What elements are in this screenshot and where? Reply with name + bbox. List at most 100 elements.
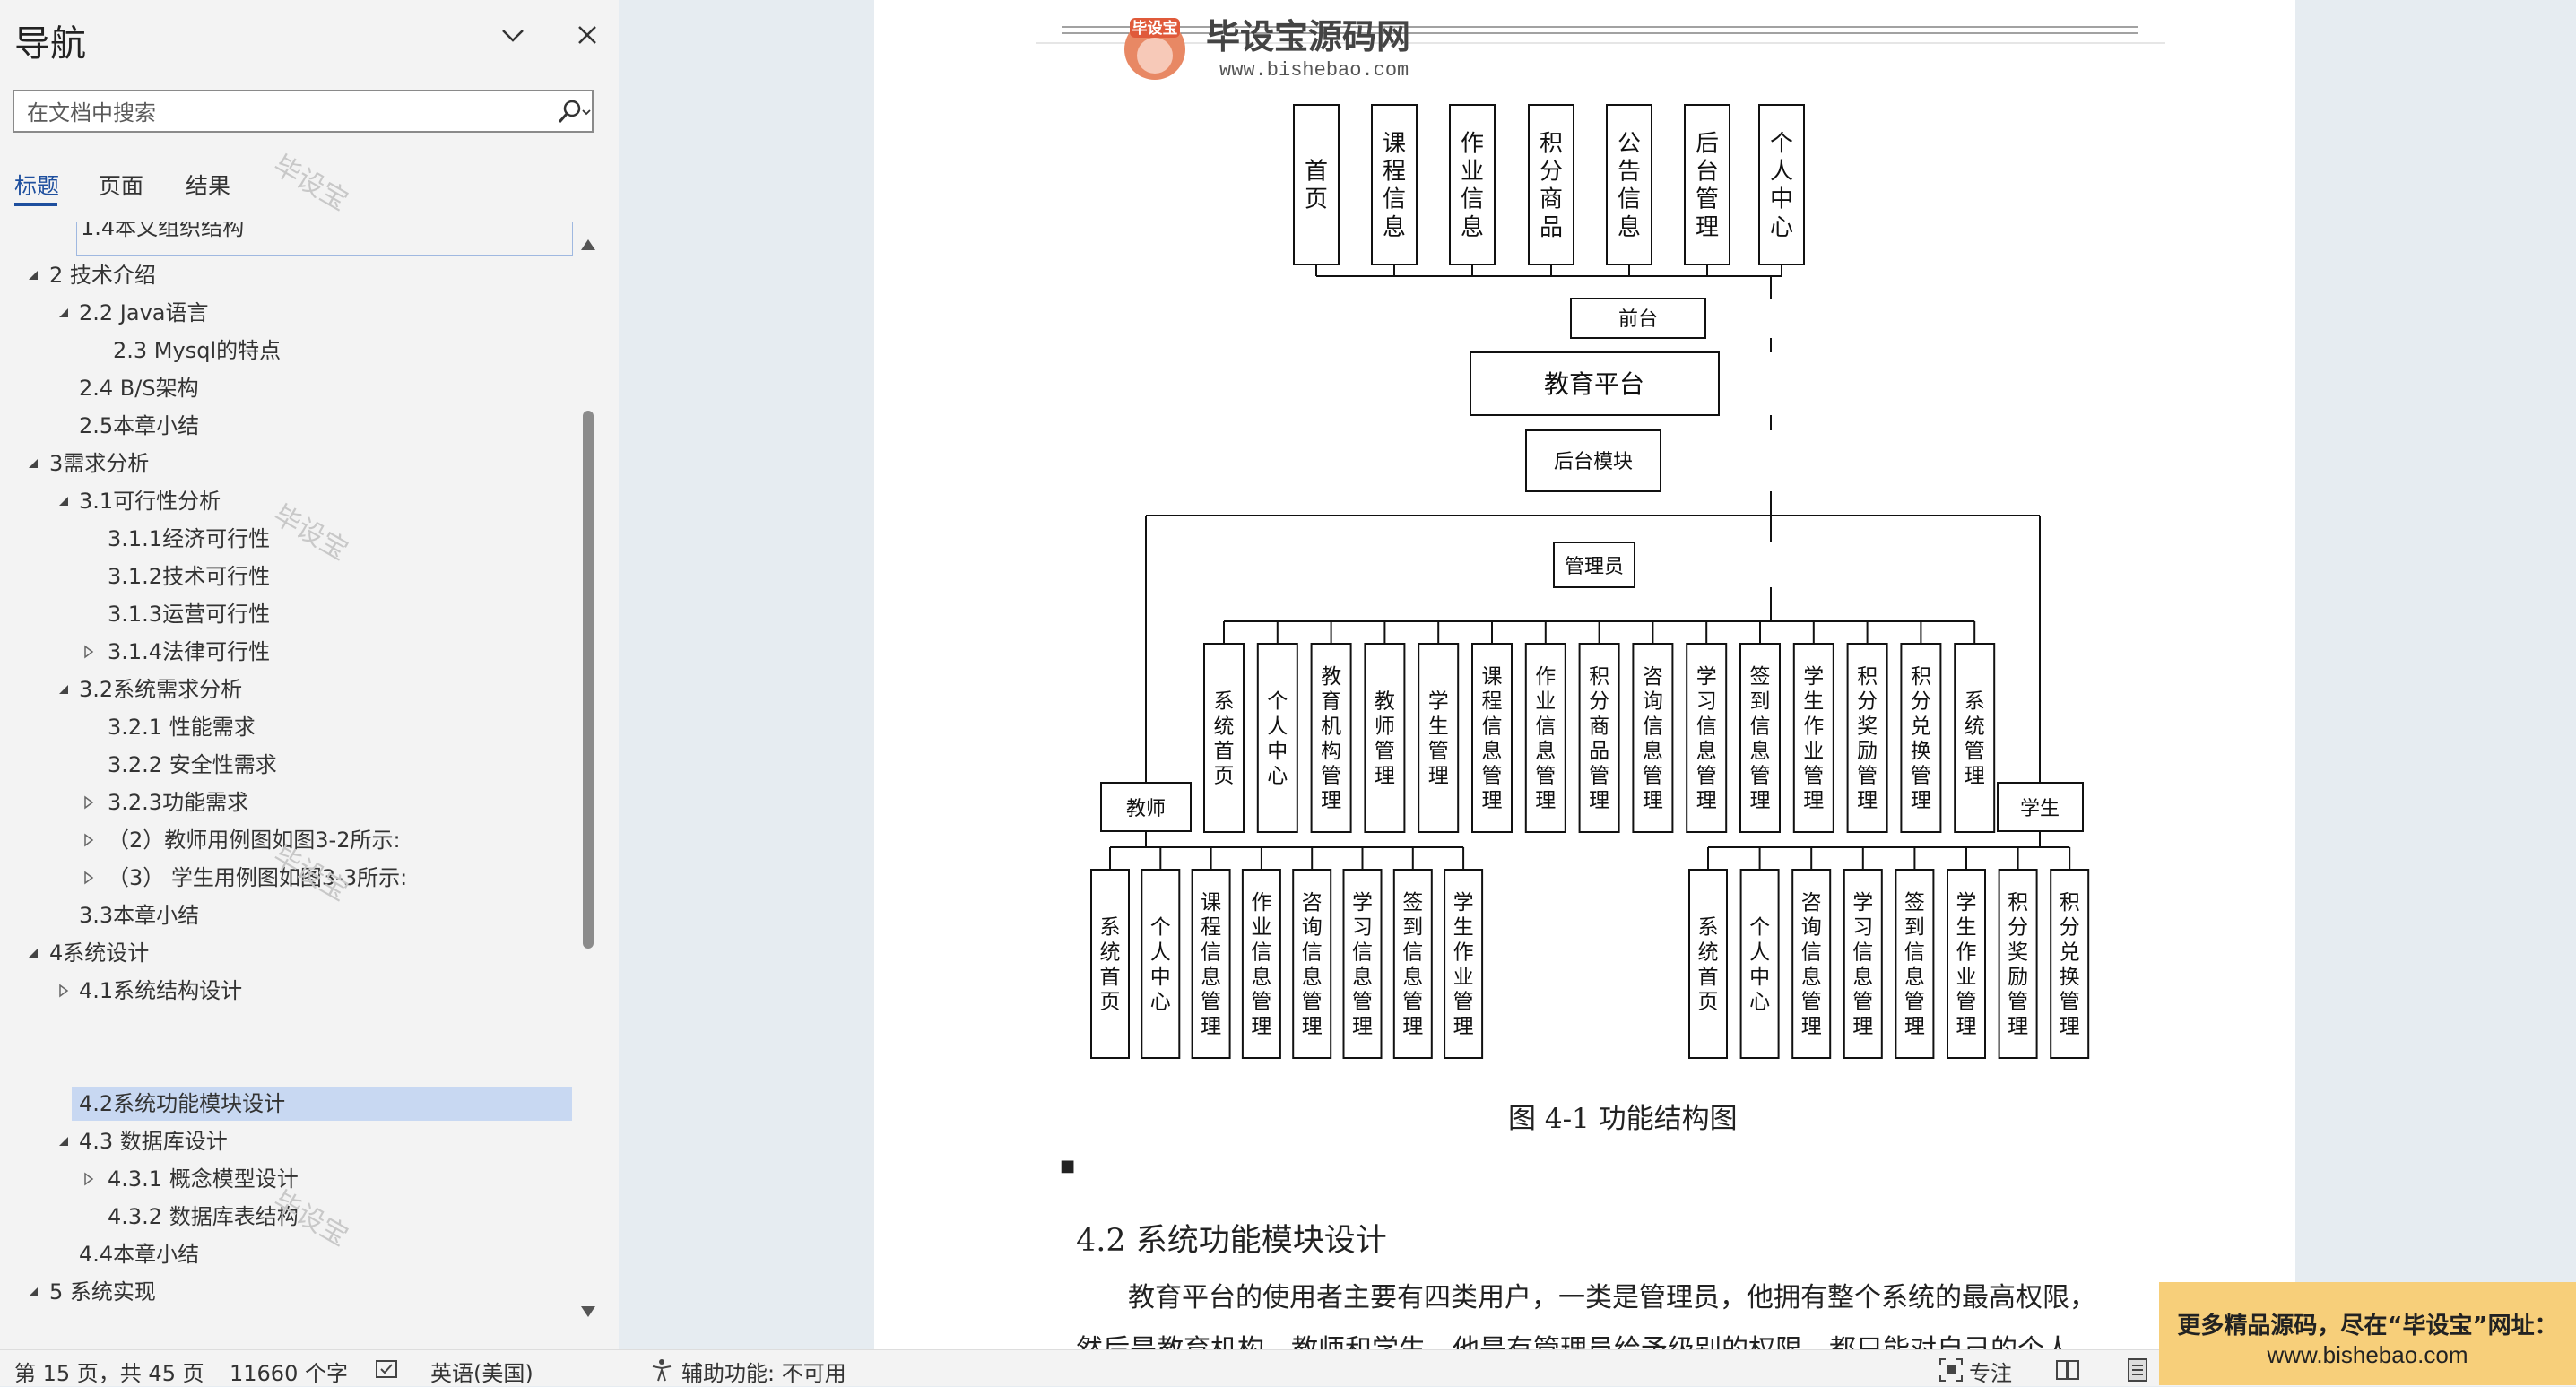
svg-text:教: 教 [1321,665,1341,689]
diagram-node [1470,351,1720,416]
expanded-triangle-icon[interactable] [56,305,72,321]
word-count[interactable]: 11660 个字 [230,1361,348,1386]
tree-item[interactable]: 3.2.2 安全性需求 [0,748,572,782]
focus-mode-button[interactable]: 专注 [1969,1361,2012,1386]
svg-text:心: 心 [1267,764,1288,787]
expanded-triangle-icon[interactable] [25,267,41,283]
diagram-node [1371,104,1418,265]
svg-text:人: 人 [1770,159,1793,186]
expanded-triangle-icon[interactable] [56,493,72,509]
tree-item[interactable]: 4.3.1 概念模型设计 [0,1162,572,1196]
svg-text:理: 理 [1321,789,1341,812]
tree-item[interactable]: （3） 学生用例图如图3-3所示: [0,861,572,895]
logo-url-text: www.bishebao.com [1219,59,1409,82]
collapsed-triangle-icon[interactable] [81,644,97,660]
svg-text:管: 管 [1201,990,1221,1013]
tree-item[interactable]: 4.1系统结构设计 [0,974,572,1008]
svg-text:程: 程 [1383,159,1406,186]
svg-text:管: 管 [1904,990,1925,1013]
tree-item[interactable]: 3.1.4法律可行性 [0,635,572,669]
collapsed-triangle-icon[interactable] [56,983,72,999]
promo-banner[interactable]: 更多精品源码，尽在“毕设宝”网址： www.bishebao.com [2159,1282,2576,1385]
search-icon[interactable] [552,97,592,127]
svg-text:理: 理 [1696,789,1717,812]
tab-pages[interactable]: 页面 [99,173,144,199]
svg-text:生: 生 [1956,916,1977,940]
read-mode-icon[interactable] [2055,1357,2080,1383]
svg-text:签: 签 [1904,891,1925,915]
diagram-node [1900,643,1942,833]
chevron-down-icon[interactable] [498,22,528,48]
svg-text:理: 理 [1803,789,1824,812]
promo-text: 更多精品源码，尽在“毕设宝”网址： [2177,1313,2558,1339]
expanded-triangle-icon[interactable] [56,681,72,698]
proofing-icon[interactable] [375,1359,400,1381]
svg-text:息: 息 [1482,740,1503,763]
tree-item[interactable]: 4.2系统功能模块设计 [72,1087,572,1121]
tree-item[interactable]: 3.3本章小结 [0,898,572,932]
scroll-up-icon[interactable] [579,237,597,253]
tree-item[interactable]: 5 系统实现 [0,1275,572,1309]
svg-text:理: 理 [1251,1015,1271,1038]
expanded-triangle-icon[interactable] [25,1284,41,1300]
tree-item[interactable]: （2）教师用例图如图3-2所示: [0,823,572,857]
tree-item[interactable]: 2 技术介绍 [0,258,572,292]
tree-item[interactable]: 3.2.1 性能需求 [0,710,572,744]
expanded-triangle-icon[interactable] [25,455,41,472]
tree-item[interactable]: 3.1.1经济可行性 [0,522,572,556]
document-page[interactable]: 毕设宝 毕设宝源码网 www.bishebao.com 首页课程信息作业信息积分… [874,0,2295,1349]
expanded-triangle-icon[interactable] [56,1133,72,1149]
tree-item[interactable]: 3.2系统需求分析 [0,672,572,707]
svg-text:管: 管 [1803,764,1824,787]
expanded-triangle-icon[interactable] [25,945,41,961]
svg-text:兑: 兑 [2060,941,2080,964]
svg-text:台: 台 [1696,159,1719,186]
focus-icon[interactable] [1939,1357,1964,1383]
scroll-thumb[interactable] [583,411,594,949]
scroll-down-icon[interactable] [579,1304,597,1320]
tree-item[interactable]: 2.4 B/S架构 [0,371,572,405]
search-input[interactable] [25,97,531,129]
close-icon[interactable] [572,20,603,50]
page-count[interactable]: 第 15 页，共 45 页 [14,1361,204,1386]
tab-results[interactable]: 结果 [186,173,231,199]
active-tab-indicator [14,203,57,206]
tree-item[interactable]: 4.3 数据库设计 [0,1124,572,1158]
tree-item[interactable]: 2.5本章小结 [0,409,572,443]
tree-item-clipped[interactable]: 1.4本文组织结构 [76,222,573,256]
tree-item[interactable]: 4系统设计 [0,936,572,970]
collapsed-triangle-icon[interactable] [81,794,97,811]
tree-item[interactable]: 3.1.3运营可行性 [0,597,572,631]
accessibility-icon[interactable] [649,1357,674,1383]
svg-text:页: 页 [1214,764,1235,787]
svg-text:息: 息 [1801,966,1822,989]
tree-item[interactable]: 4.4本章小结 [0,1237,572,1271]
collapsed-triangle-icon[interactable] [81,832,97,848]
diagram-node [1688,869,1728,1059]
accessibility-status[interactable]: 辅助功能: 不可用 [681,1361,846,1386]
print-layout-icon[interactable] [2125,1357,2150,1383]
nav-scrollbar[interactable] [577,231,599,1325]
tree-item[interactable]: 3.1.2技术可行性 [0,559,572,594]
language-indicator[interactable]: 英语(美国) [430,1361,533,1386]
tab-headings[interactable]: 标题 [14,173,60,199]
tree-item[interactable]: 3.2.3功能需求 [0,785,572,819]
collapsed-triangle-icon[interactable] [81,1171,97,1187]
tree-item[interactable]: 3需求分析 [0,446,572,481]
tree-item[interactable]: 2.3 Mysql的特点 [0,334,572,368]
svg-text:业: 业 [1803,740,1824,763]
tree-item[interactable]: 2.2 Java语言 [0,296,572,330]
svg-text:理: 理 [1852,1015,1873,1038]
diagram-node [1100,782,1192,832]
tree-item[interactable]: 3.1可行性分析 [0,484,572,518]
tree-item[interactable]: 4.3.2 数据库表结构 [0,1200,572,1234]
collapsed-triangle-icon[interactable] [81,870,97,886]
svg-text:换: 换 [2060,966,2080,989]
